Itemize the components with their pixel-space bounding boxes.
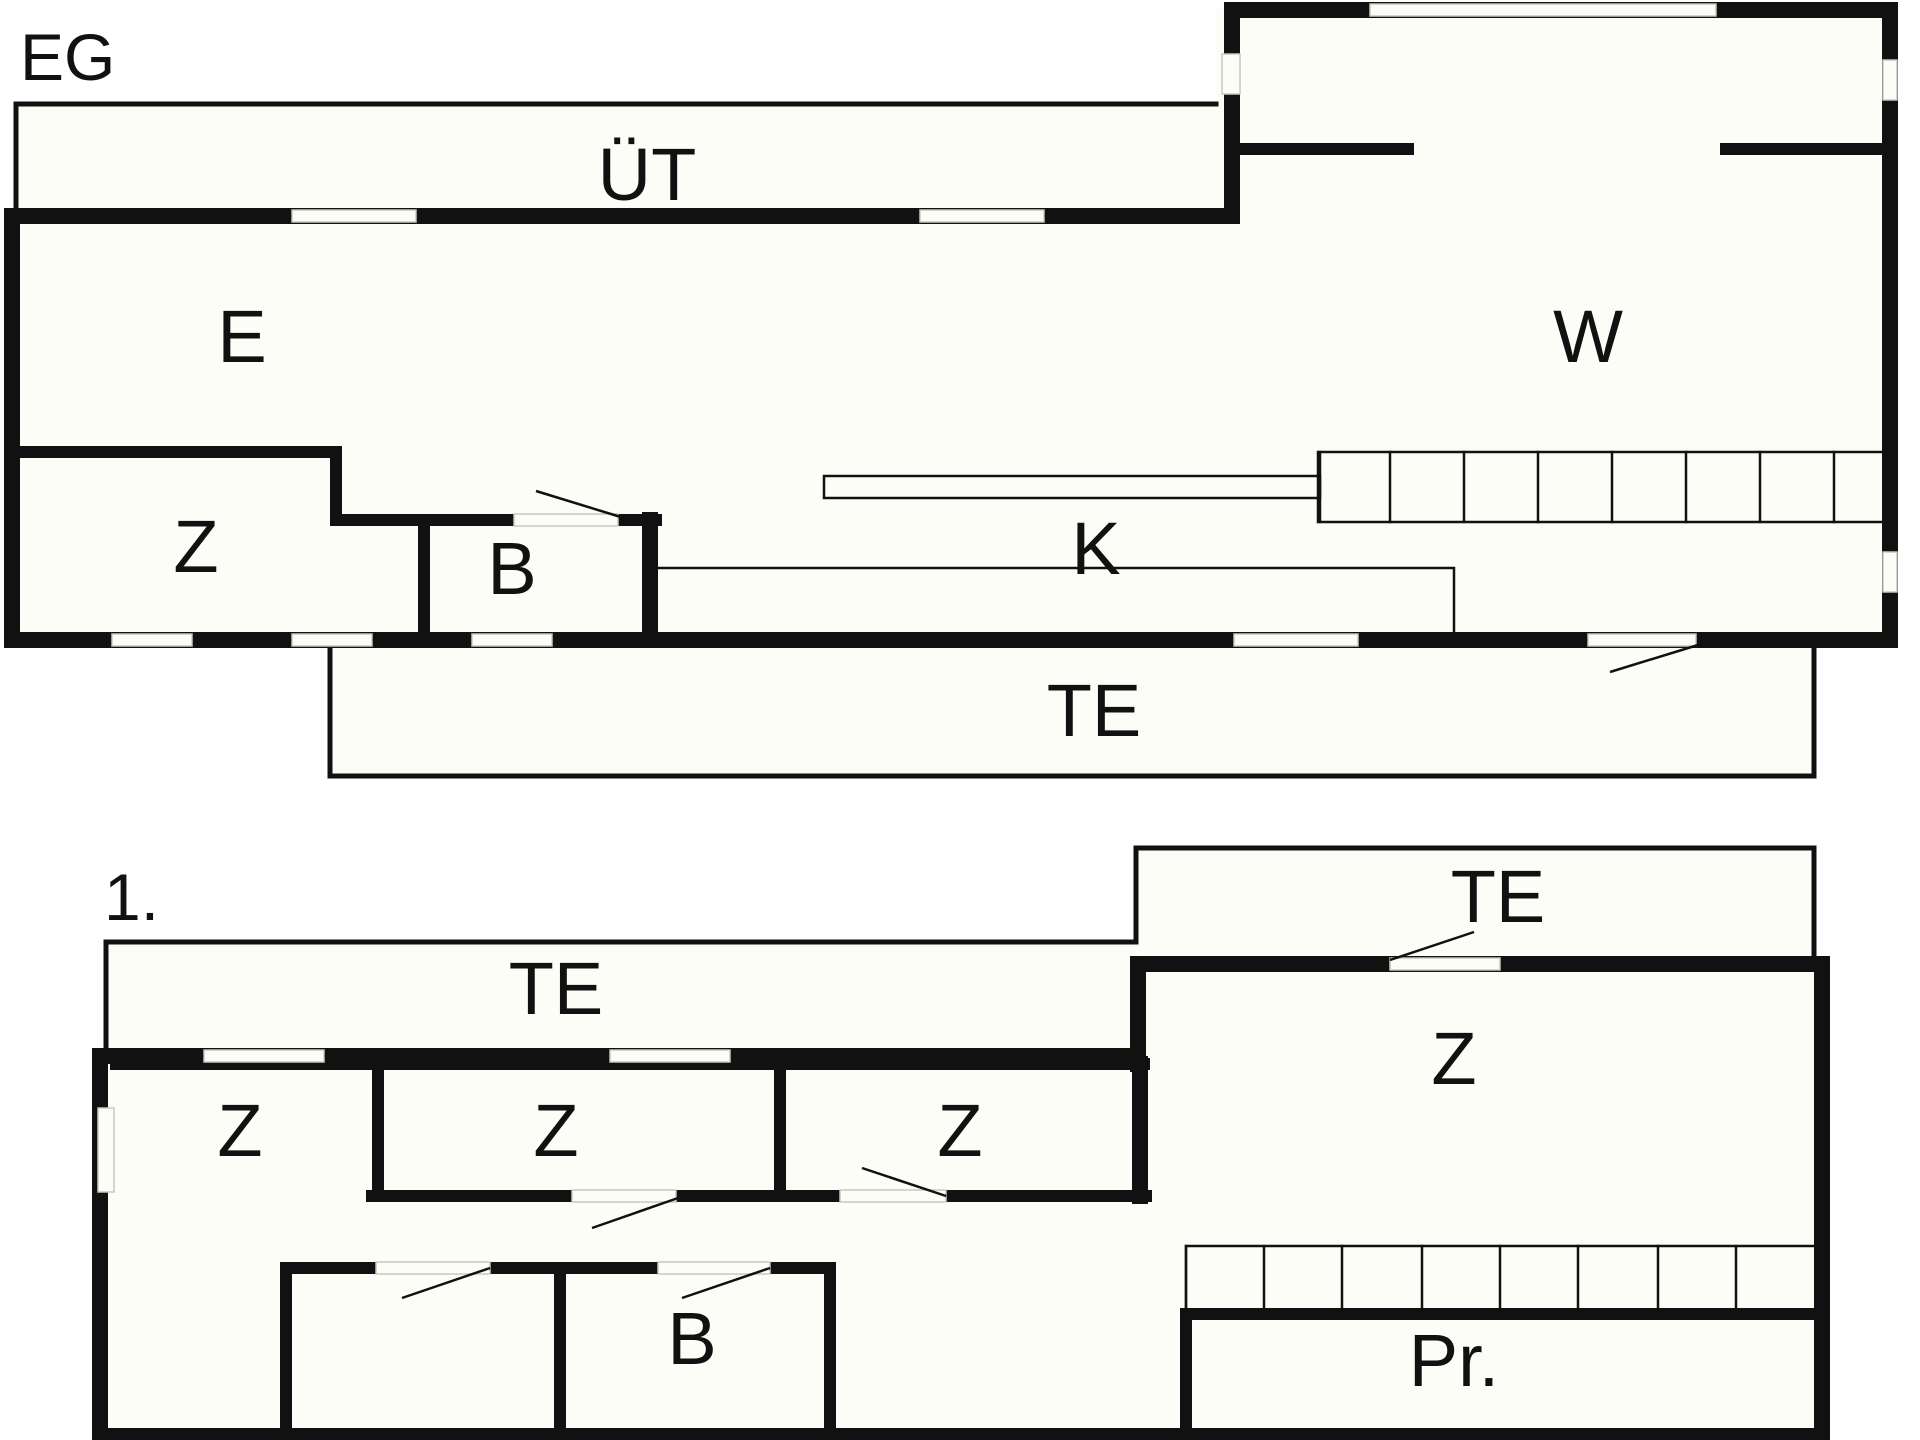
ground-terrace-door-swing bbox=[1609, 643, 1699, 674]
ground-window bbox=[1369, 3, 1717, 17]
room-label-bathroom: B bbox=[487, 527, 536, 610]
ground-window bbox=[471, 633, 553, 647]
ground-window bbox=[919, 209, 1045, 223]
room-label-terrace: TE bbox=[1047, 669, 1142, 752]
first-bedroom-4-floor bbox=[1140, 964, 1826, 1064]
ground-terrace-floor bbox=[330, 640, 1814, 776]
ground-window bbox=[1233, 633, 1359, 647]
first-lower-room-door-swing bbox=[401, 1266, 491, 1300]
first-window bbox=[609, 1049, 731, 1063]
living-room-upper-floor bbox=[1216, 8, 1888, 218]
room-label-living: W bbox=[1553, 295, 1623, 378]
room-label-bedroom-3: Z bbox=[937, 1089, 982, 1172]
first-floor-heading: 1. bbox=[104, 860, 159, 934]
first-bedroom-door-swing bbox=[861, 1166, 947, 1198]
first-terrace-left-wall bbox=[103, 845, 1817, 1055]
room-label-entrance: E bbox=[217, 295, 266, 378]
ground-floor: EG ÜT E W Z B K TE bbox=[4, 2, 1898, 779]
ground-window bbox=[1882, 59, 1898, 101]
room-label-utility: ÜT bbox=[598, 133, 697, 216]
ground-window bbox=[291, 209, 417, 223]
ground-floor-heading: EG bbox=[20, 20, 115, 94]
ground-bedroom-wall bbox=[14, 446, 424, 526]
ground-bathroom-door-swing bbox=[535, 489, 625, 520]
ground-window bbox=[291, 633, 373, 647]
first-terrace-right-floor bbox=[1138, 848, 1814, 968]
ground-stair-outline bbox=[1316, 450, 1886, 524]
room-label-bathroom: B bbox=[667, 1297, 716, 1380]
ground-staircase bbox=[1316, 450, 1886, 524]
first-terrace-door-swing bbox=[1389, 930, 1475, 962]
ground-terrace-door bbox=[1587, 633, 1697, 647]
room-label-terrace-right: TE bbox=[1451, 855, 1546, 938]
ground-window bbox=[1221, 53, 1241, 95]
room-label-bedroom-2: Z bbox=[533, 1089, 578, 1172]
first-window bbox=[97, 1107, 115, 1193]
room-label-bedroom: Z bbox=[173, 505, 218, 588]
first-bedroom-door-swing bbox=[591, 1196, 679, 1230]
first-staircase bbox=[1184, 1244, 1818, 1316]
first-lower-room-door bbox=[375, 1261, 491, 1275]
first-terrace-door bbox=[1389, 957, 1501, 971]
ground-window bbox=[111, 633, 193, 647]
ground-window bbox=[1882, 551, 1898, 593]
ground-bathroom-door bbox=[513, 513, 619, 527]
kitchen-counter bbox=[654, 566, 1456, 634]
utility-room-floor bbox=[16, 103, 1216, 216]
first-bathroom-door-swing bbox=[681, 1266, 771, 1300]
room-label-bedroom-1: Z bbox=[217, 1089, 262, 1172]
ground-main-floor bbox=[8, 216, 1888, 636]
room-label-terrace-left: TE bbox=[509, 947, 604, 1030]
ground-outer-wall bbox=[4, 2, 1898, 648]
first-bathroom-door bbox=[657, 1261, 771, 1275]
first-window bbox=[203, 1049, 325, 1063]
first-lower-room-wall bbox=[280, 1262, 382, 1436]
first-bedroom-door bbox=[571, 1189, 677, 1203]
first-terrace-left-floor bbox=[106, 940, 1136, 1050]
first-floor: 1. TE TE Z Z Z Z B Pr. bbox=[92, 845, 1830, 1440]
room-label-bedroom-4: Z bbox=[1431, 1017, 1476, 1100]
room-label-kitchen: K bbox=[1071, 507, 1120, 590]
utility-room-wall bbox=[13, 101, 1219, 219]
room-label-pr: Pr. bbox=[1409, 1319, 1499, 1402]
ground-terrace-wall bbox=[327, 639, 1817, 779]
